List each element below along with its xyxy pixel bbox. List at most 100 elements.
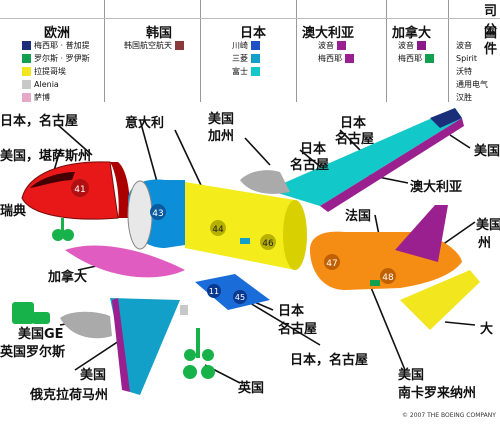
copyright: © 2007 THE BOEING COMPANY — [402, 412, 496, 419]
label-japan-wing: 日本 — [340, 116, 367, 131]
swatch — [22, 41, 31, 50]
label-uk: 英国 — [238, 381, 265, 396]
label-rolls-royce: 英国罗尔斯 — [0, 345, 66, 360]
section-number: 43 — [152, 209, 163, 219]
legend-item-text: 波音 — [456, 41, 472, 50]
legend-item-text: 萨博 — [34, 93, 50, 102]
legend-items: 梅西耶 · 普加提 罗尔斯 · 罗伊斯 拉提哥埃 Alenia 萨博 — [22, 39, 90, 104]
swatch — [251, 54, 260, 63]
swatch — [175, 41, 184, 50]
legend-item-text: 汉胜 — [456, 93, 472, 102]
label-usa-oklahoma-state: 俄克拉荷马州 — [30, 388, 109, 403]
swatch — [22, 67, 31, 76]
center-wing-box: 11 45 — [195, 274, 270, 310]
legend-item-text: 拉提哥埃 — [34, 67, 66, 76]
swatch — [345, 54, 354, 63]
label-japan-center: 日本 — [278, 304, 305, 319]
legend-country: 日本 — [240, 26, 267, 41]
label-usa-right-mid: 美国 — [476, 218, 500, 233]
legend-item-text: 通用电气 — [456, 80, 488, 89]
vertical-stabilizer — [395, 205, 448, 262]
legend-japan: 日本 川崎 三菱 富士 — [200, 0, 297, 102]
legend-items: 波音 梅西耶 — [318, 39, 354, 65]
horizontal-stabilizer — [400, 270, 480, 330]
legend-usa: 司公件 国 波音 Spirit 沃特 通用电气 汉胜 — [448, 0, 500, 102]
label-france: 法国 — [345, 209, 372, 224]
section-number: 48 — [382, 273, 394, 283]
legend-country: 澳大利亚 — [302, 26, 355, 41]
label-sweden: 瑞典 — [0, 204, 27, 219]
label-japan-nagoya-top: 日本，名古屋 — [0, 114, 79, 129]
label-usa-right-mid-state: 州 — [478, 236, 492, 251]
section-number: 47 — [326, 259, 337, 269]
legend-item-text: 梅西耶 — [398, 54, 422, 63]
label-ge: 美国GE — [18, 327, 64, 342]
nose-section-41: 41 — [21, 161, 130, 220]
label-australia: 澳大利亚 — [410, 180, 463, 195]
legend-item-text: 三菱 — [232, 54, 248, 63]
legend-country: 国 — [484, 26, 498, 41]
legend-europe: 欧洲 梅西耶 · 普加提 罗尔斯 · 罗伊斯 拉提哥埃 Alenia 萨博 — [0, 0, 105, 102]
legend-item-text: 梅西耶 · 普加提 — [34, 41, 90, 50]
swatch — [337, 41, 346, 50]
legend-korea: 韩国 韩国航空航天 — [104, 0, 201, 102]
label-usa-top: 美国 — [208, 112, 235, 127]
left-wing — [60, 298, 180, 395]
small-part — [180, 305, 188, 315]
swatch — [251, 67, 260, 76]
swatch — [251, 41, 260, 50]
legend-items: 波音 Spirit 沃特 通用电气 汉胜 — [456, 39, 488, 104]
nose-landing-gear — [52, 218, 74, 241]
legend-country: 加拿大 — [392, 26, 432, 41]
label-usa-top-state: 加州 — [208, 129, 235, 144]
engine — [12, 302, 50, 324]
main-landing-gear — [183, 328, 215, 379]
label-japan-center-city: 名古屋 — [278, 322, 318, 337]
section-number: 46 — [262, 239, 274, 249]
label-usa-sc-state: 南卡罗来纳州 — [398, 386, 477, 401]
label-italy: 意大利 — [125, 116, 165, 131]
swatch — [22, 80, 31, 89]
legend-items: 川崎 三菱 富士 — [232, 39, 260, 78]
wing-body-fairing — [65, 245, 185, 278]
section-number: 44 — [212, 225, 224, 235]
section-number: 11 — [209, 287, 219, 296]
swatch — [22, 54, 31, 63]
swatch — [425, 54, 434, 63]
label-usa-sc: 美国 — [398, 368, 425, 383]
legend-divider — [0, 18, 500, 19]
legend-item-text: Alenia — [34, 80, 59, 89]
section-number: 45 — [235, 293, 245, 302]
legend-items: 韩国航空航天 — [124, 39, 184, 52]
legend-item-text: 波音 — [398, 41, 414, 50]
legend-country: 欧洲 — [44, 26, 71, 41]
legend-item-text: 沃特 — [456, 67, 472, 76]
legend-corner-title: 司公件 — [484, 4, 498, 57]
label-japan-wing-city: 名古屋 — [335, 132, 375, 147]
swatch — [417, 41, 426, 50]
label-usa-oklahoma: 美国 — [80, 368, 107, 383]
legend-country: 韩国 — [146, 26, 173, 41]
right-wing — [240, 108, 464, 212]
label-japan-wing-2: 日本 — [300, 142, 327, 157]
legend-item-text: 韩国航空航天 — [124, 41, 172, 50]
legend-australia: 澳大利亚 波音 梅西耶 — [296, 0, 387, 102]
label-canada: 加拿大 — [48, 270, 88, 285]
label-japan-nagoya-bottom: 日本，名古屋 — [290, 353, 369, 368]
swatch — [22, 93, 31, 102]
fuselage-section-44-46: 44 46 — [185, 182, 307, 270]
label-usa-right-top: 美国 — [474, 144, 500, 159]
legend-item-text: 梅西耶 — [318, 54, 342, 63]
label-japan-wing-2-city: 名古屋 — [290, 158, 330, 173]
fuselage-section-43: 43 — [127, 179, 185, 250]
label-usa-right-bottom: 大 — [480, 322, 494, 337]
label-usa-wichita: 美国，堪萨斯州 — [0, 149, 92, 164]
legend-item-text: 川崎 — [232, 41, 248, 50]
legend-item-text: 富士 — [232, 67, 248, 76]
legend-items: 波音 梅西耶 — [398, 39, 434, 65]
legend-item-text: 波音 — [318, 41, 334, 50]
legend-item-text: 罗尔斯 · 罗伊斯 — [34, 54, 90, 63]
legend-canada: 加拿大 波音 梅西耶 — [386, 0, 449, 102]
section-number: 41 — [74, 185, 85, 195]
